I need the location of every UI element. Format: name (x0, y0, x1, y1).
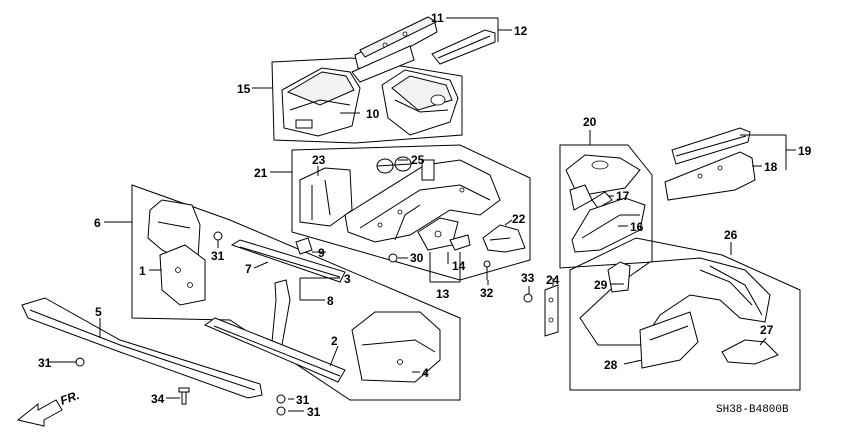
part-27-bracket (721, 339, 779, 365)
part-29-bracket (607, 261, 631, 293)
callout-2: 2 (331, 334, 338, 348)
callout-5: 5 (95, 305, 102, 319)
part-12-rail (431, 29, 496, 65)
callout-35: 33 (521, 271, 535, 285)
part-24-strip (544, 284, 559, 337)
part-19-rail (671, 127, 751, 165)
group-box-15 (271, 57, 463, 144)
part-15-housing (281, 67, 361, 137)
fastener-31-a (75, 357, 85, 367)
part-9-clip (295, 237, 313, 255)
callout-16: 16 (630, 220, 644, 234)
leader-lines (48, 17, 796, 412)
diagram-code: SH38-B4800B (716, 404, 789, 416)
part-11-rail (351, 16, 438, 83)
part-10-housing (381, 69, 459, 136)
part-22-bracket (482, 224, 526, 253)
callout-29: 29 (594, 278, 608, 292)
group-box-20 (559, 144, 653, 269)
callout-10: 10 (366, 107, 380, 121)
part-21-side-frame (344, 159, 501, 243)
callout-32: 31 (211, 249, 225, 263)
callout-18: 18 (764, 160, 778, 174)
callout-25: 25 (411, 153, 425, 167)
callout-20: 20 (583, 115, 597, 129)
callout-21: 21 (254, 166, 268, 180)
part-14-clip (449, 234, 471, 251)
callout-31-b: 31 (296, 393, 310, 407)
fastener-31-c (276, 406, 286, 416)
callout-15: 15 (237, 82, 251, 96)
callout-3: 3 (344, 272, 351, 286)
part-13-bracket (417, 217, 459, 251)
callout-9: 9 (318, 246, 325, 260)
callout-19: 19 (798, 144, 812, 158)
part-7-upper-bar (230, 239, 346, 283)
fastener-34 (483, 260, 491, 280)
front-direction-label: FR. (58, 388, 81, 408)
fastener-31-b (276, 394, 286, 404)
callout-23: 23 (312, 153, 326, 167)
fastener-30 (388, 253, 398, 263)
part-18-rail (664, 151, 756, 201)
part-8-vertical-brace (271, 279, 291, 346)
fastener-32 (213, 231, 223, 241)
callout-17: 17 (616, 189, 630, 203)
front-direction-arrow-icon (16, 399, 63, 427)
part-20-housing (565, 154, 641, 211)
callout-11: 11 (431, 11, 444, 25)
callout-34: 32 (480, 286, 494, 300)
callout-4: 4 (422, 366, 429, 380)
callout-12: 12 (514, 24, 528, 38)
part-23-panel (299, 167, 353, 227)
callout-27: 27 (760, 323, 774, 337)
callout-14: 14 (452, 259, 466, 273)
callout-26: 26 (724, 228, 738, 242)
callout-22: 22 (512, 212, 526, 226)
callout-24: 24 (546, 273, 560, 287)
part-25-mount (376, 156, 412, 174)
fastener-35 (523, 293, 533, 303)
group-box-21 (291, 144, 531, 281)
part-5-bumper-beam (21, 297, 263, 399)
callout-31-c: 31 (307, 405, 321, 419)
part-1-plate (159, 244, 206, 306)
callout-28: 28 (604, 358, 618, 372)
part-28-panel (639, 311, 699, 369)
callout-31-a: 31 (38, 356, 52, 370)
part-4-side-frame (351, 311, 441, 383)
callout-30: 30 (410, 251, 424, 265)
part-16-panel (571, 197, 646, 253)
callout-7: 7 (245, 262, 252, 276)
callout-6: 6 (94, 216, 101, 230)
callout-8: 8 (327, 294, 334, 308)
fastener-33 (178, 387, 190, 405)
group-box-26 (569, 237, 801, 391)
group-box-6 (131, 184, 461, 401)
callout-1: 1 (139, 264, 146, 278)
callout-33: 34 (151, 392, 165, 406)
part-17-plate (591, 191, 613, 209)
part-2-lower-bar (203, 317, 346, 383)
callout-13: 13 (436, 287, 450, 301)
